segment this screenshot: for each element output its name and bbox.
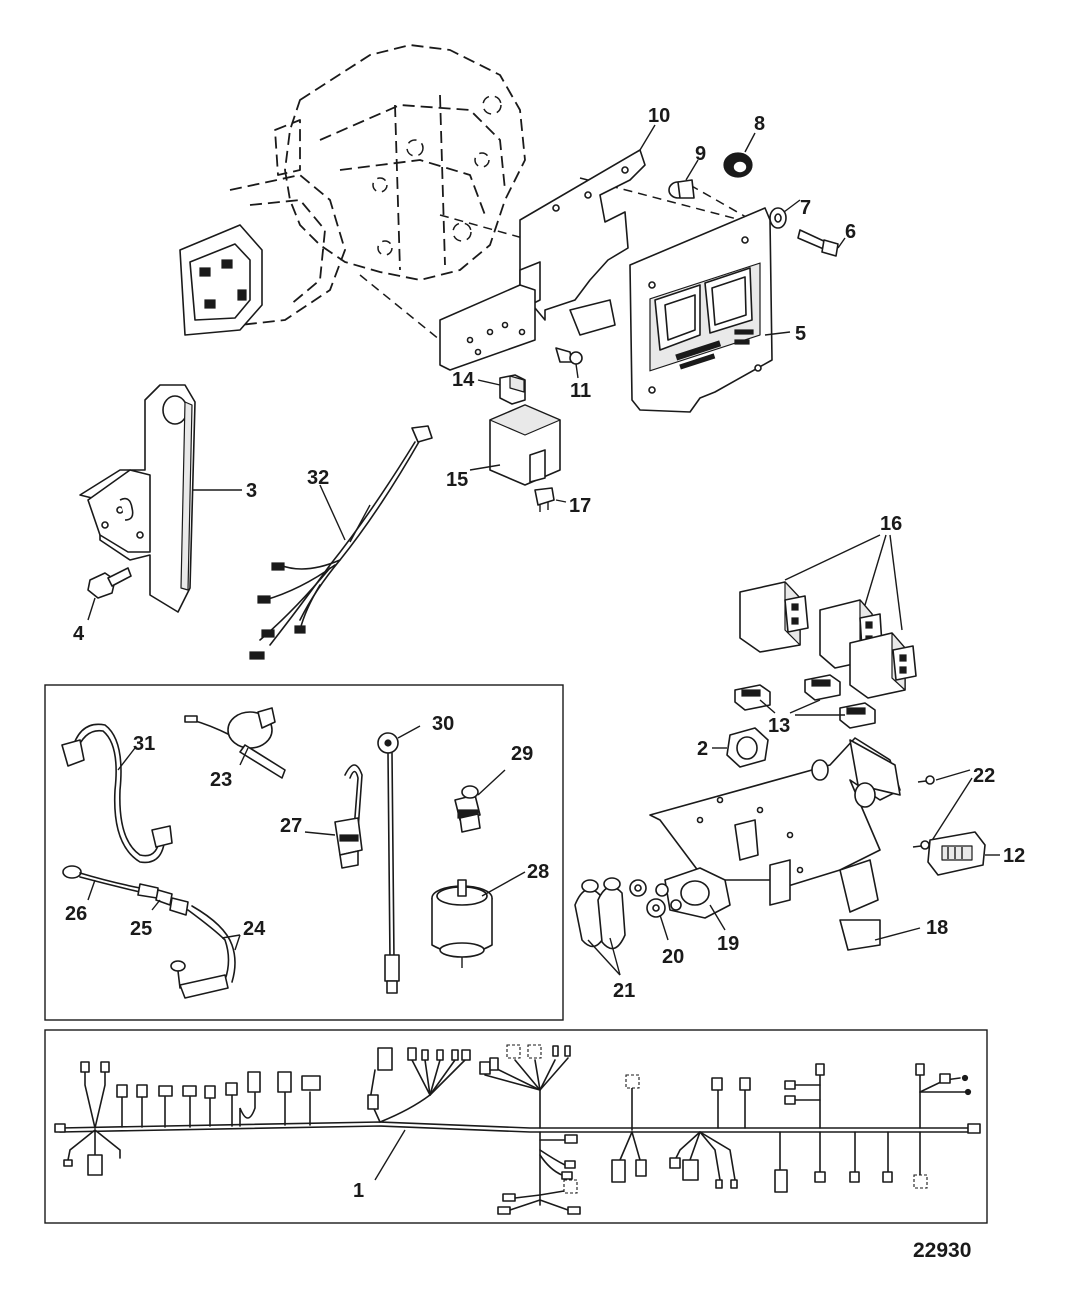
fuse-clip-14 (477, 374, 526, 405)
callout-8: 8 (754, 113, 765, 135)
connector-12 (927, 831, 1000, 876)
callout-23: 23 (210, 769, 232, 791)
callout-6: 6 (845, 221, 856, 243)
callout-31: 31 (133, 733, 155, 755)
main-harness-1 (54, 1044, 981, 1215)
grommet-8 (723, 132, 756, 178)
fuse-17 (534, 487, 567, 512)
callout-28: 28 (527, 861, 549, 883)
ground-lead-26-25-24 (62, 865, 241, 999)
engine-block-phantom (179, 44, 761, 341)
callout-15: 15 (446, 469, 468, 491)
switch-29 (454, 769, 506, 833)
callout-20: 20 (662, 946, 684, 968)
callout-2: 2 (697, 738, 708, 760)
callout-9: 9 (695, 143, 706, 165)
nuts-20 (629, 879, 669, 941)
relays-16 (739, 534, 917, 699)
fuse-holder-15 (469, 404, 561, 486)
callout-32: 32 (307, 467, 329, 489)
screw-4 (87, 567, 132, 621)
mounting-bracket-10 (439, 124, 656, 371)
relay-clips-13 (734, 674, 876, 729)
screw-11 (555, 347, 583, 379)
spacer-9 (668, 159, 699, 199)
main-harness-frame (44, 1029, 988, 1224)
callout-5: 5 (795, 323, 806, 345)
bracket-plate-18 (649, 737, 921, 951)
sender-28 (431, 871, 526, 968)
figure-number: 22930 (913, 1239, 971, 1262)
fuse-link-27 (304, 764, 363, 869)
sensors-inset-frame (44, 684, 564, 1021)
screw-6 (797, 229, 846, 257)
harness-32 (249, 425, 433, 660)
screws-22 (912, 769, 973, 850)
callout-10: 10 (648, 105, 670, 127)
lead-31 (61, 723, 173, 864)
callout-7: 7 (800, 197, 811, 219)
callout-17: 17 (569, 495, 591, 517)
callout-19: 19 (717, 933, 739, 955)
sensor-23 (184, 707, 286, 779)
callout-29: 29 (511, 743, 533, 765)
circuit-breaker-19 (655, 867, 731, 931)
callout-13: 13 (768, 715, 790, 737)
callout-1: 1 (353, 1180, 364, 1202)
callout-4: 4 (73, 623, 85, 645)
callout-27: 27 (280, 815, 302, 837)
callout-11: 11 (570, 380, 591, 402)
callout-3: 3 (246, 480, 257, 502)
callout-25: 25 (130, 918, 152, 940)
callout-26: 26 (65, 903, 87, 925)
sensor-30 (377, 725, 421, 994)
callout-labels: 10 8 9 7 6 5 14 11 3 32 15 17 16 4 13 30… (65, 105, 1025, 1262)
callout-18: 18 (926, 917, 948, 939)
callout-14: 14 (452, 369, 475, 391)
callout-21: 21 (613, 980, 635, 1002)
nut-2 (712, 727, 769, 768)
washer-7 (769, 199, 801, 229)
callout-30: 30 (432, 713, 454, 735)
shaft-coupler (179, 224, 263, 336)
bracket-3 (79, 384, 242, 613)
boots-21 (574, 877, 626, 976)
ecm-module-5 (629, 207, 791, 413)
callout-22: 22 (973, 765, 995, 787)
callout-12: 12 (1003, 845, 1025, 867)
callout-16: 16 (880, 513, 902, 535)
callout-24: 24 (243, 918, 266, 940)
